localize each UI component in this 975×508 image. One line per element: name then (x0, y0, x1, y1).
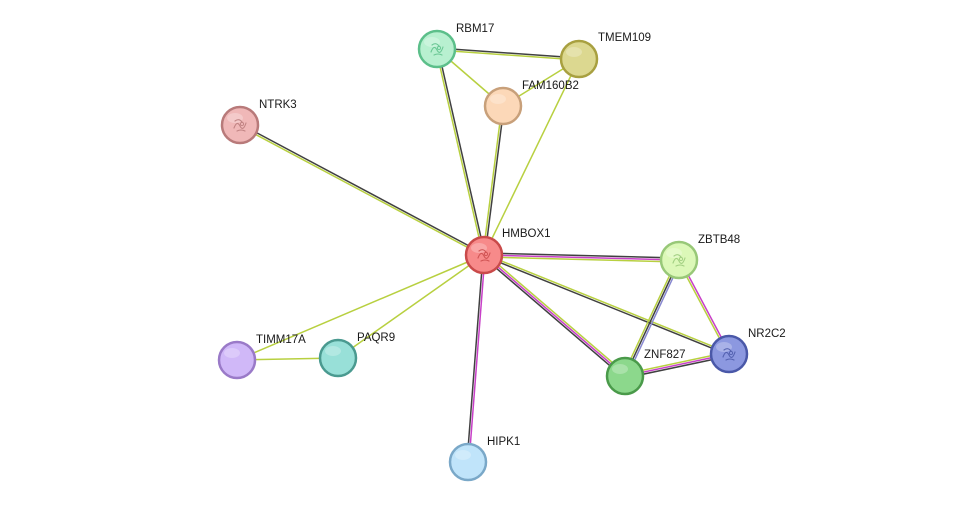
edge-stroke (466, 254, 484, 462)
node-layer: HMBOX1 RBM17TMEM109FAM160B2NTRK3ZBTB48NR2… (217, 23, 786, 482)
edge-stroke (436, 49, 579, 61)
edge-stroke (484, 106, 505, 256)
node-circle[interactable] (448, 442, 488, 482)
node-highlight (471, 243, 487, 253)
protein-structure-icon (233, 119, 247, 132)
node-zbtb48[interactable]: ZBTB48 (659, 234, 740, 280)
node-label: NTRK3 (259, 99, 297, 111)
node-label: TMEM109 (598, 32, 651, 44)
node-highlight (666, 248, 682, 258)
node-circle[interactable] (483, 86, 523, 126)
node-fam160b2[interactable]: FAM160B2 (483, 80, 579, 126)
node-timm17a[interactable]: TIMM17A (217, 334, 306, 380)
edge-stroke (437, 47, 580, 59)
edge-hmbox1-fam160b2[interactable] (482, 105, 505, 256)
node-circle[interactable] (217, 340, 257, 380)
edge-zbtb48-znf827[interactable] (622, 258, 682, 378)
edge-stroke (239, 125, 484, 257)
edge-stroke (482, 255, 625, 379)
node-znf827[interactable]: ZNF827 (605, 349, 686, 396)
edge-stroke (240, 123, 485, 255)
node-circle[interactable] (605, 356, 645, 396)
node-hipk1[interactable]: HIPK1 (448, 436, 520, 482)
edge-stroke (624, 259, 680, 377)
edge-stroke (482, 105, 503, 255)
edge-hmbox1-hipk1[interactable] (466, 254, 486, 463)
edge-hmbox1-rbm17[interactable] (435, 48, 486, 256)
edge-stroke (236, 254, 485, 361)
node-ntrk3[interactable]: NTRK3 (220, 99, 297, 145)
node-highlight (325, 346, 341, 356)
node-label: NR2C2 (748, 328, 786, 340)
node-label: ZBTB48 (698, 234, 740, 246)
edge-stroke (483, 254, 680, 261)
protein-structure-icon (477, 249, 491, 262)
protein-structure-icon (722, 348, 736, 361)
edge-stroke (484, 252, 627, 376)
edge-stroke (483, 58, 580, 256)
edge-stroke (337, 254, 485, 359)
edge-stroke (622, 258, 678, 376)
node-circle[interactable] (318, 338, 358, 378)
node-label: ZNF827 (644, 349, 686, 361)
node-highlight (490, 94, 506, 104)
edge-hmbox1-tmem109[interactable] (483, 58, 580, 256)
node-nr2c2[interactable]: NR2C2 (709, 328, 786, 374)
node-label: RBM17 (456, 23, 494, 35)
edge-hmbox1-zbtb48[interactable] (483, 252, 680, 263)
edge-stroke (437, 48, 486, 255)
node-highlight (566, 47, 582, 57)
node-highlight (224, 348, 240, 358)
protein-structure-icon (672, 254, 686, 267)
edge-stroke (484, 252, 680, 259)
edge-stroke (483, 254, 626, 377)
node-label: FAM160B2 (522, 80, 579, 92)
node-paqr9[interactable]: PAQR9 (318, 332, 395, 378)
edge-stroke (483, 255, 729, 356)
node-label: PAQR9 (357, 332, 395, 344)
edge-stroke (626, 260, 682, 378)
node-highlight (424, 37, 440, 47)
node-rbm17[interactable]: RBM17 (417, 23, 494, 69)
edge-stroke (484, 253, 730, 354)
node-highlight (716, 342, 732, 352)
edge-hmbox1-znf827[interactable] (482, 252, 627, 379)
edge-hmbox1-nr2c2[interactable] (483, 253, 730, 356)
node-label: TIMM17A (256, 334, 306, 346)
node-circle[interactable] (559, 39, 599, 79)
edge-stroke (483, 256, 679, 263)
edge-hmbox1-ntrk3[interactable] (239, 123, 485, 257)
edge-rbm17-tmem109[interactable] (436, 47, 580, 61)
protein-structure-icon (430, 43, 444, 56)
node-hmbox1[interactable]: HMBOX1 (464, 228, 551, 275)
edge-hmbox1-paqr9[interactable] (337, 254, 485, 359)
node-label: HMBOX1 (502, 228, 551, 240)
edge-stroke (435, 49, 484, 256)
node-highlight (227, 113, 243, 123)
node-highlight (612, 364, 628, 374)
node-label: HIPK1 (487, 436, 520, 448)
node-highlight (455, 450, 471, 460)
edge-hmbox1-timm17a[interactable] (236, 254, 485, 361)
node-tmem109[interactable]: TMEM109 (559, 32, 651, 79)
edge-stroke (468, 255, 486, 463)
